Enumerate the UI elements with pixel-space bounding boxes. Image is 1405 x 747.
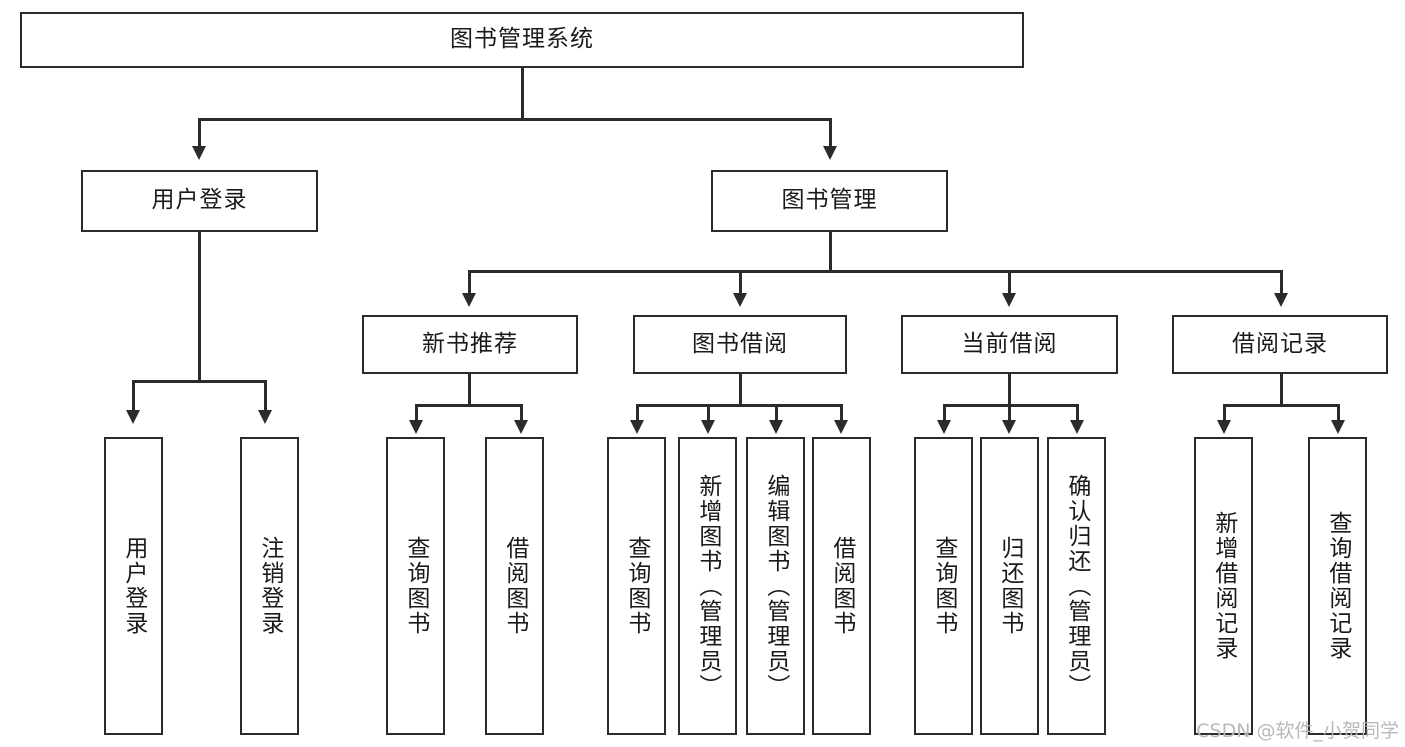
connector-cb-leaf3 <box>1076 404 1079 422</box>
leaf-cb-return-book[interactable]: 归还图书 <box>980 437 1039 735</box>
arrowhead-nbr-leaf2 <box>514 420 528 434</box>
connector-to-borrow-record <box>1280 270 1283 295</box>
connector-bb-leaf3 <box>775 404 778 422</box>
node-label: 图书管理系统 <box>450 26 594 53</box>
connector-nbr-leaf2 <box>520 404 523 422</box>
connector-nbr-leaf1 <box>415 404 418 422</box>
leaf-logout[interactable]: 注销登录 <box>240 437 299 735</box>
leaf-label: 新增借阅记录 <box>1210 511 1237 661</box>
arrowhead-to-book-borrow <box>733 293 747 307</box>
watermark-text: CSDN @软件_小贺同学 <box>1196 720 1399 742</box>
node-current-borrow[interactable]: 当前借阅 <box>901 315 1118 374</box>
arrowhead-to-book-management <box>823 146 837 160</box>
arrowhead-nbr-leaf1 <box>409 420 423 434</box>
node-label: 图书借阅 <box>692 330 788 357</box>
node-root-book-management-system[interactable]: 图书管理系统 <box>20 12 1024 68</box>
node-label: 借阅记录 <box>1232 330 1328 357</box>
connector-to-user-login <box>198 118 201 148</box>
node-label: 新书推荐 <box>422 330 518 357</box>
leaf-label: 借阅图书 <box>828 536 855 636</box>
arrowhead-cb-leaf2 <box>1002 420 1016 434</box>
arrowhead-bb-leaf3 <box>769 420 783 434</box>
leaf-bb-borrow-book[interactable]: 借阅图书 <box>812 437 871 735</box>
connector-book-management-stem <box>829 232 832 272</box>
node-book-management[interactable]: 图书管理 <box>711 170 948 232</box>
connector-br-leaf1 <box>1223 404 1226 422</box>
connector-to-new-book-recommend <box>468 270 471 295</box>
connector-current-borrow-stem <box>1008 374 1011 406</box>
arrowhead-user-login-leaf1 <box>126 410 140 424</box>
arrowhead-cb-leaf3 <box>1070 420 1084 434</box>
connector-cb-leaf2 <box>1008 404 1011 422</box>
leaf-label: 编辑图书（管理员） <box>762 473 789 699</box>
arrowhead-to-user-login <box>192 146 206 160</box>
node-label: 图书管理 <box>781 187 878 214</box>
leaf-nbr-query-book[interactable]: 查询图书 <box>386 437 445 735</box>
leaf-label: 查询图书 <box>402 536 429 636</box>
connector-current-borrow-bus <box>943 404 1078 407</box>
node-book-borrow[interactable]: 图书借阅 <box>633 315 847 374</box>
connector-cb-leaf1 <box>943 404 946 422</box>
arrowhead-br-leaf1 <box>1217 420 1231 434</box>
connector-borrow-record-bus <box>1223 404 1339 407</box>
connector-borrow-record-stem <box>1280 374 1283 406</box>
arrowhead-bb-leaf4 <box>834 420 848 434</box>
leaf-br-query-record[interactable]: 查询借阅记录 <box>1308 437 1367 735</box>
leaf-label: 注销登录 <box>256 536 283 636</box>
arrowhead-br-leaf2 <box>1331 420 1345 434</box>
node-borrow-record[interactable]: 借阅记录 <box>1172 315 1388 374</box>
arrowhead-cb-leaf1 <box>937 420 951 434</box>
arrowhead-user-login-leaf2 <box>258 410 272 424</box>
arrowhead-to-borrow-record <box>1274 293 1288 307</box>
leaf-label: 查询图书 <box>930 536 957 636</box>
connector-level2-bus <box>198 118 831 121</box>
leaf-label: 归还图书 <box>996 536 1023 636</box>
arrowhead-bb-leaf1 <box>630 420 644 434</box>
connector-user-login-stem <box>198 232 201 382</box>
connector-bb-leaf2 <box>707 404 710 422</box>
connector-bb-leaf1 <box>636 404 639 422</box>
leaf-nbr-borrow-book[interactable]: 借阅图书 <box>485 437 544 735</box>
leaf-br-add-record[interactable]: 新增借阅记录 <box>1194 437 1253 735</box>
connector-to-current-borrow <box>1008 270 1011 295</box>
connector-new-book-recommend-bus <box>415 404 522 407</box>
leaf-cb-confirm-return-admin[interactable]: 确认归还（管理员） <box>1047 437 1106 735</box>
connector-to-book-management <box>829 118 832 148</box>
node-new-book-recommend[interactable]: 新书推荐 <box>362 315 578 374</box>
leaf-label: 借阅图书 <box>501 536 528 636</box>
connector-user-login-leaf1 <box>132 380 135 412</box>
leaf-label: 新增图书（管理员） <box>694 473 721 699</box>
connector-br-leaf2 <box>1337 404 1340 422</box>
leaf-bb-add-book-admin[interactable]: 新增图书（管理员） <box>678 437 737 735</box>
connector-level3-bus <box>468 270 1282 273</box>
leaf-label: 查询图书 <box>623 536 650 636</box>
leaf-label: 确认归还（管理员） <box>1063 473 1090 699</box>
connector-new-book-recommend-stem <box>468 374 471 406</box>
leaf-user-login[interactable]: 用户登录 <box>104 437 163 735</box>
connector-bb-leaf4 <box>840 404 843 422</box>
connector-to-book-borrow <box>739 270 742 295</box>
connector-book-borrow-bus <box>636 404 842 407</box>
arrowhead-to-new-book-recommend <box>462 293 476 307</box>
connector-book-borrow-stem <box>739 374 742 406</box>
node-label: 用户登录 <box>151 187 248 214</box>
node-label: 当前借阅 <box>961 330 1058 357</box>
leaf-cb-query-book[interactable]: 查询图书 <box>914 437 973 735</box>
leaf-label: 查询借阅记录 <box>1324 511 1351 661</box>
arrowhead-to-current-borrow <box>1002 293 1016 307</box>
connector-root-stem <box>521 68 524 120</box>
connector-user-login-bus <box>132 380 266 383</box>
connector-user-login-leaf2 <box>264 380 267 412</box>
node-user-login[interactable]: 用户登录 <box>81 170 318 232</box>
leaf-label: 用户登录 <box>120 536 147 636</box>
leaf-bb-query-book[interactable]: 查询图书 <box>607 437 666 735</box>
arrowhead-bb-leaf2 <box>701 420 715 434</box>
leaf-bb-edit-book-admin[interactable]: 编辑图书（管理员） <box>746 437 805 735</box>
